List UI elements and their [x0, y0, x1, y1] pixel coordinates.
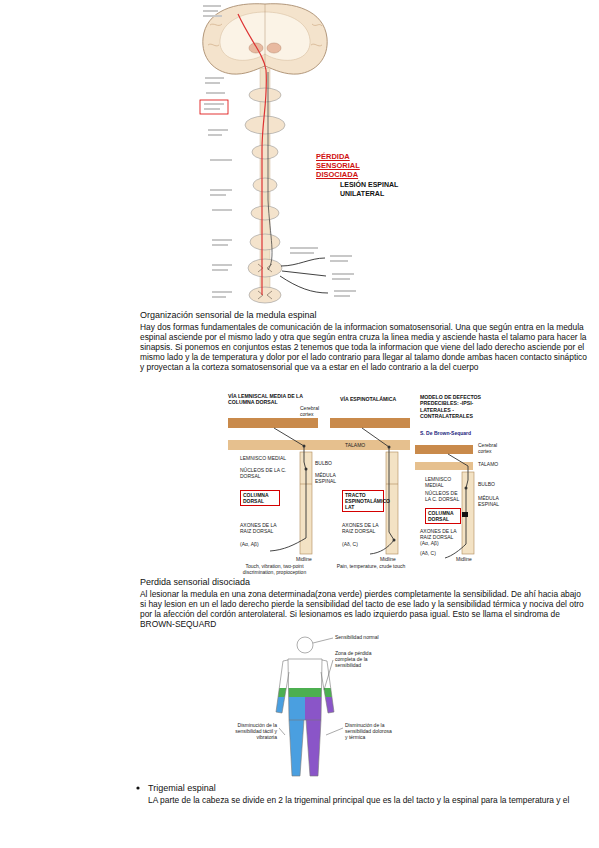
box-label: COLUMNA DORSAL — [428, 510, 458, 522]
body-paragraph: LA parte de la cabeza se divide en 2 la … — [148, 795, 590, 805]
diagram-label: Touch, vibration, two-point discriminati… — [232, 563, 317, 575]
diagram-label: NÚCLEOS DE LA C. DORSAL — [425, 490, 460, 502]
pathway-diagram — [228, 418, 474, 558]
diagram-label: TALAMO — [478, 461, 498, 467]
diagram-label: (Aα, Aβ) — [240, 541, 259, 547]
diagram-label: AXONES DE LA RAIZ DORSAL — [240, 522, 285, 534]
diagram-label: Zona de pérdida completa de la sensibili… — [335, 650, 381, 668]
body-paragraph: Hay dos formas fundamentales de comunica… — [140, 322, 587, 372]
section-heading: Perdida sensorial disociada — [140, 577, 585, 588]
diagram-label: (Aδ, C) — [420, 550, 436, 556]
diagram-label: Sensibilidad normal — [335, 634, 383, 640]
diagram-label: MÉDULA ESPINAL — [315, 472, 339, 484]
diagram-label: AXONES DE LA RAIZ DORSAL — [342, 522, 382, 534]
body-paragraph: Al lesionar la medula en una zona determ… — [140, 589, 587, 629]
diagram-label: MÉDULA ESPINAL — [478, 495, 506, 507]
diagram-label: Disminución de la sensibilidad táctil y … — [232, 722, 277, 740]
bullet — [136, 786, 139, 789]
diagram-label: AXONES DE LA RAIZ DORSAL (Aα, Aβ) — [420, 528, 460, 546]
figure-title: LESIÓN ESPINAL UNILATERAL — [340, 181, 412, 198]
figure-title-red: PÉRDIDA SENSORIAL DISOCIADA — [316, 152, 394, 179]
box-label: COLUMNA DORSAL — [243, 492, 277, 504]
diagram-label: Cerebral cortex — [300, 405, 330, 417]
diagram-label: Pain, temperature, crude touch — [335, 563, 407, 569]
diagram-label: (Aδ, C) — [342, 541, 358, 547]
diagram-title: VÍA LEMNISCAL MEDIA DE LA COLUMNA DORSAL — [228, 393, 310, 406]
diagram-label: LEMNISCO MEDIAL — [240, 455, 292, 461]
pathway-box: COLUMNA DORSAL — [425, 508, 461, 524]
pathway-box: TRACTO ESPINOTALÁMICO LAT — [342, 490, 384, 512]
syndrome-label: S. De Brown-Sequard — [420, 430, 471, 436]
diagram-label: LEMNISCO MEDIAL — [425, 476, 460, 488]
box-label: TRACTO ESPINOTALÁMICO LAT — [345, 492, 381, 510]
diagram-label: BULBO — [478, 481, 495, 487]
section-heading: Trigemial espinal — [148, 783, 348, 794]
diagram-title: MODELO DE DEFECTOS PREDECIBLES: -IPSI-LA… — [420, 394, 486, 420]
diagram-label: Midline — [456, 556, 472, 562]
pathway-box: COLUMNA DORSAL — [240, 490, 280, 506]
diagram-label: Midline — [380, 556, 396, 562]
diagram-label: TALAMO — [345, 442, 365, 448]
body-figure — [270, 630, 343, 782]
diagram-label: Midline — [296, 556, 312, 562]
diagram-title: VÍA ESPINOTALÁMICA — [340, 396, 410, 402]
diagram-label: NÚCLEOS DE LA C. DORSAL — [240, 467, 292, 479]
diagram-label: Disminución de la sensibilidad dolorosa … — [345, 722, 395, 740]
section-heading: Organización sensorial de la medula espi… — [140, 310, 585, 321]
diagram-label: Cerebral cortex — [478, 442, 506, 454]
diagram-label: BULBO — [315, 460, 339, 466]
